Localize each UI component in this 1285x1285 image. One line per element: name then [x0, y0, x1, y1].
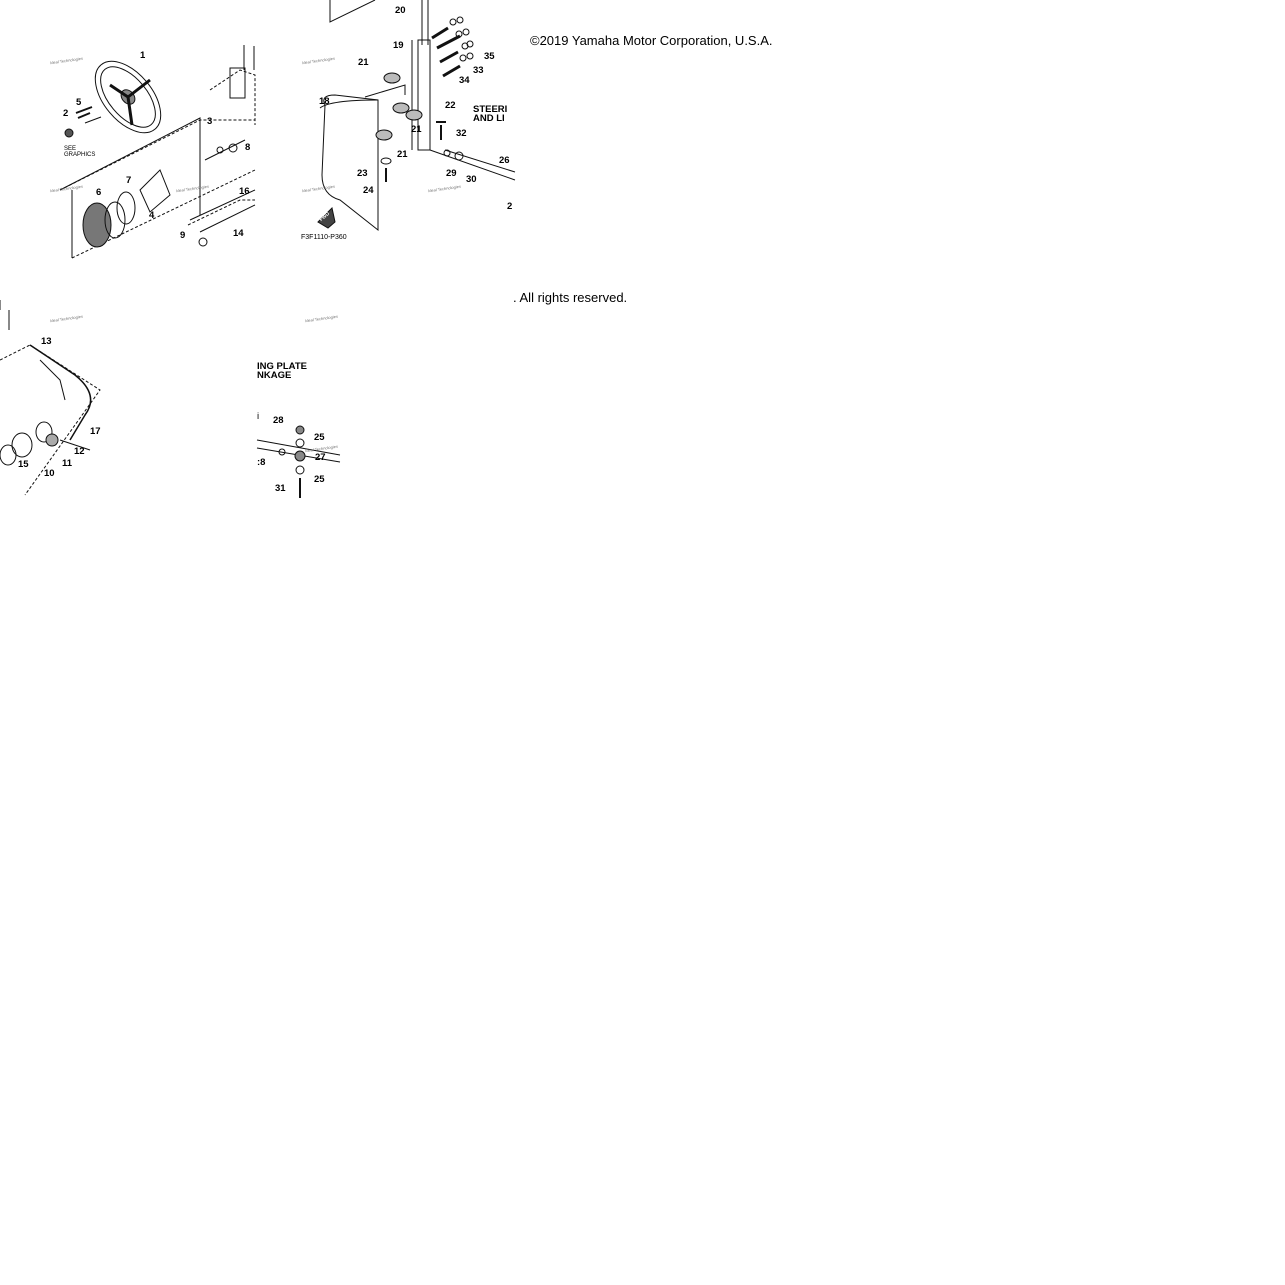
callout-24: 24	[363, 185, 374, 196]
drawing-code: F3F1110-P360	[301, 234, 347, 241]
rights-text: . All rights reserved.	[513, 290, 628, 305]
callout-18: 18	[319, 96, 330, 107]
callout-27: 27	[315, 452, 326, 463]
callout-2-partial: 2	[507, 201, 513, 212]
heading-plate-1: ING PLATE	[257, 361, 307, 372]
callout-29: 29	[446, 168, 457, 179]
heading-steering-1: STEERI	[473, 104, 508, 115]
callout-19: 19	[393, 40, 404, 51]
callout-21b: 21	[411, 124, 422, 135]
callout-1: 1	[140, 50, 146, 61]
callout-6: 6	[96, 187, 102, 198]
fwd-arrow-icon	[317, 206, 336, 229]
copyright-text: ©2019 Yamaha Motor Corporation, U.S.A.	[530, 33, 773, 48]
callout-28: 28	[273, 415, 284, 426]
callout-34: 34	[459, 75, 470, 86]
callout-7: 7	[126, 175, 132, 186]
see-graphics-label-2: GRAPHICS	[64, 152, 96, 158]
callout-5: 5	[76, 97, 82, 108]
callout-i-partial: i	[257, 411, 260, 422]
callout-32: 32	[456, 128, 467, 139]
callout-31: 31	[275, 483, 286, 494]
callout-17: 17	[90, 426, 101, 437]
callout-20: 20	[395, 5, 406, 16]
heading-plate-2: NKAGE	[257, 370, 292, 381]
callout-10: 10	[44, 468, 55, 479]
heading-steering-2: AND LI	[473, 113, 505, 124]
callout-13: 13	[41, 336, 52, 347]
callout-14: 14	[233, 228, 244, 239]
callout-15: 15	[18, 459, 29, 470]
callout-8: 8	[245, 142, 251, 153]
callout-4: 4	[149, 210, 155, 221]
callout-12: 12	[74, 446, 85, 457]
callout-21a: 21	[358, 57, 369, 68]
callout-25b: 25	[314, 474, 325, 485]
see-graphics-label-1: SEE	[64, 146, 77, 152]
steering-plate-shape	[321, 94, 379, 232]
callout-16: 16	[239, 186, 250, 197]
callout-2: 2	[63, 108, 69, 119]
callout-8-partial: :8	[257, 457, 266, 468]
callout-25a: 25	[314, 432, 325, 443]
callout-11: 11	[62, 458, 73, 469]
callout-22: 22	[445, 100, 456, 111]
callout-26: 26	[499, 155, 510, 166]
callout-33: 33	[473, 65, 484, 76]
callout-21c: 21	[397, 149, 408, 160]
callout-9: 9	[180, 230, 186, 241]
callout-3: 3	[207, 116, 213, 127]
callout-23: 23	[357, 168, 368, 179]
callout-30: 30	[466, 174, 477, 185]
callout-35: 35	[484, 51, 495, 62]
